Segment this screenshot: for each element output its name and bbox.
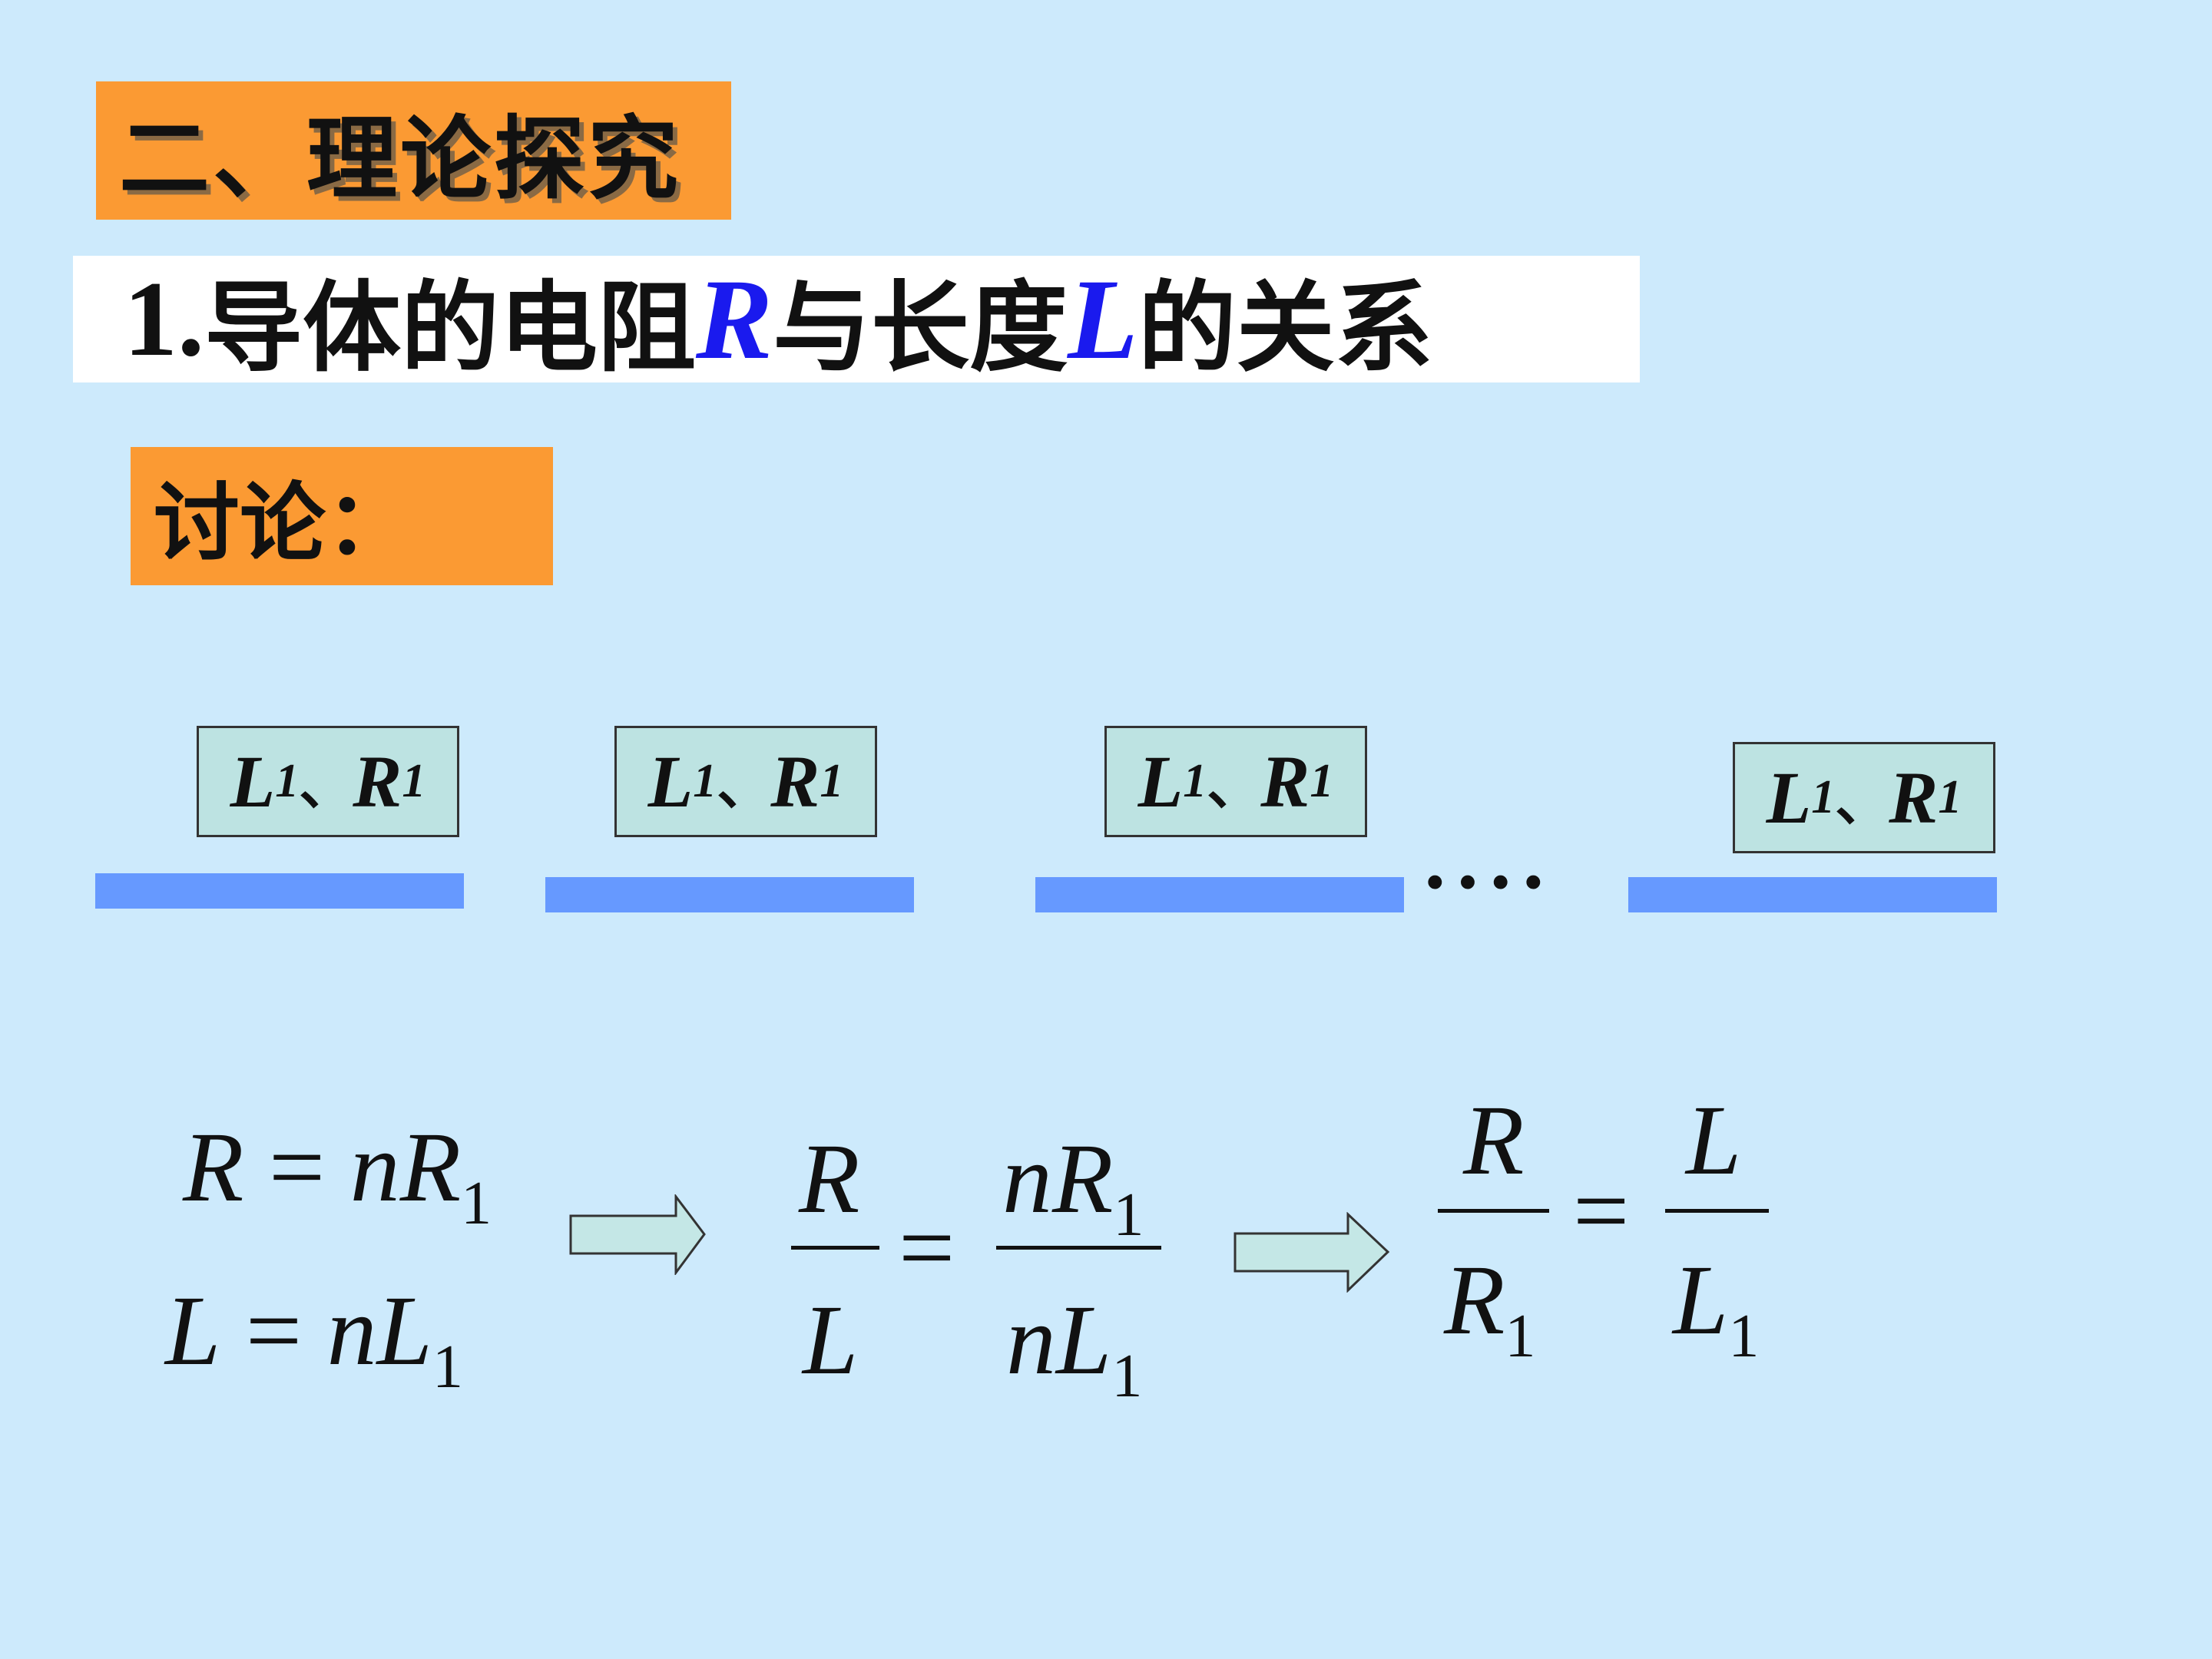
- equals-sign-2: =: [1573, 1156, 1630, 1267]
- segment-label-r-sub: 1: [1938, 771, 1962, 823]
- frac1-num: R: [799, 1124, 860, 1234]
- eq-l-op: =: [245, 1276, 303, 1386]
- topic-var-l: L: [1068, 255, 1138, 383]
- frac2-bar: [996, 1246, 1161, 1250]
- frac1-numerator: R: [799, 1129, 859, 1229]
- equation-r: R = nR1: [183, 1118, 492, 1234]
- ellipsis: ····: [1421, 835, 1552, 929]
- discussion-label-text: 讨论：: [154, 474, 412, 574]
- frac4-num: L: [1686, 1085, 1742, 1196]
- frac3-bar: [1438, 1209, 1549, 1213]
- frac4-den-sub: 1: [1728, 1303, 1760, 1370]
- frac1-denominator: L: [803, 1290, 858, 1390]
- segment-label-r: R: [770, 740, 820, 823]
- conductor-segment-2: [545, 877, 914, 912]
- topic-text-a: 导体的电阻: [204, 271, 697, 386]
- segment-label-l-sub: 1: [1183, 755, 1207, 807]
- conductor-segment-4: [1628, 877, 1997, 912]
- segment-label-sep: 、: [1207, 754, 1261, 817]
- frac2-den-n: n: [1006, 1285, 1056, 1396]
- segment-label-r: R: [353, 740, 402, 823]
- section-title-text: 二、理论探究: [119, 105, 682, 212]
- segment-label-l: L: [1137, 740, 1184, 823]
- eq-r-lhs: R: [183, 1112, 244, 1223]
- segment-label-r: R: [1260, 740, 1310, 823]
- segment-label-r: R: [1889, 757, 1939, 839]
- eq-l-sub: 1: [432, 1333, 463, 1401]
- eq-l-n: n: [326, 1276, 377, 1386]
- equals-sign-1: =: [899, 1193, 955, 1303]
- frac3-den-sub: 1: [1505, 1303, 1536, 1370]
- frac2-num-var: R: [1052, 1124, 1114, 1234]
- segment-label-l-sub: 1: [1811, 771, 1836, 823]
- conductor-segment-1: [95, 873, 464, 909]
- frac2-den-var: L: [1056, 1285, 1112, 1396]
- segment-label-r-sub: 1: [1310, 755, 1334, 807]
- right-arrow-icon: [569, 1194, 706, 1275]
- segment-label-l: L: [1766, 757, 1812, 839]
- topic-text-b: 与长度: [773, 271, 1068, 386]
- frac1-den: L: [803, 1285, 859, 1396]
- section-title: 二、理论探究: [96, 81, 731, 220]
- segment-label-r-sub: 1: [820, 755, 844, 807]
- frac4-denominator: L1: [1673, 1250, 1759, 1367]
- frac2-den-sub: 1: [1111, 1343, 1143, 1410]
- topic-number: 1.: [124, 260, 204, 379]
- segment-label-l-sub: 1: [693, 755, 717, 807]
- equation-l: L = nL1: [165, 1281, 463, 1398]
- frac4-bar: [1665, 1209, 1769, 1213]
- eq-l-var: L: [376, 1276, 432, 1386]
- conductor-segment-3: [1035, 877, 1404, 912]
- eq-r-n: n: [349, 1112, 400, 1223]
- frac3-numerator: R: [1463, 1091, 1524, 1190]
- segment-label-sep: 、: [717, 754, 771, 817]
- segment-label-sep: 、: [299, 754, 353, 817]
- frac2-num-sub: 1: [1113, 1181, 1144, 1249]
- segment-label-sep: 、: [1835, 770, 1889, 833]
- eq-r-sub: 1: [461, 1170, 492, 1237]
- frac3-num: R: [1463, 1085, 1525, 1196]
- segment-label-r-sub: 1: [402, 755, 426, 807]
- right-arrow-icon: [1233, 1212, 1390, 1293]
- topic-text-c: 的关系: [1137, 271, 1433, 386]
- topic-var-r: R: [696, 255, 773, 383]
- frac4-den-var: L: [1673, 1245, 1729, 1356]
- eq-r-op: =: [268, 1112, 326, 1223]
- frac3-den-var: R: [1444, 1245, 1505, 1356]
- frac4-numerator: L: [1686, 1091, 1741, 1190]
- segment-label-l-sub: 1: [275, 755, 300, 807]
- frac1-bar: [791, 1246, 879, 1250]
- frac2-num-n: n: [1002, 1124, 1052, 1234]
- frac3-denominator: R1: [1444, 1250, 1535, 1367]
- eq-l-lhs: L: [165, 1276, 221, 1386]
- frac2-denominator: nL1: [1006, 1290, 1142, 1407]
- frac2-numerator: nR1: [1002, 1129, 1144, 1246]
- eq-r-var: R: [399, 1112, 462, 1223]
- discussion-label: 讨论：: [131, 447, 553, 585]
- segment-label-l: L: [230, 740, 276, 823]
- segment-label-l: L: [647, 740, 694, 823]
- topic-banner: 1. 导体的电阻 R 与长度 L 的关系: [73, 256, 1640, 386]
